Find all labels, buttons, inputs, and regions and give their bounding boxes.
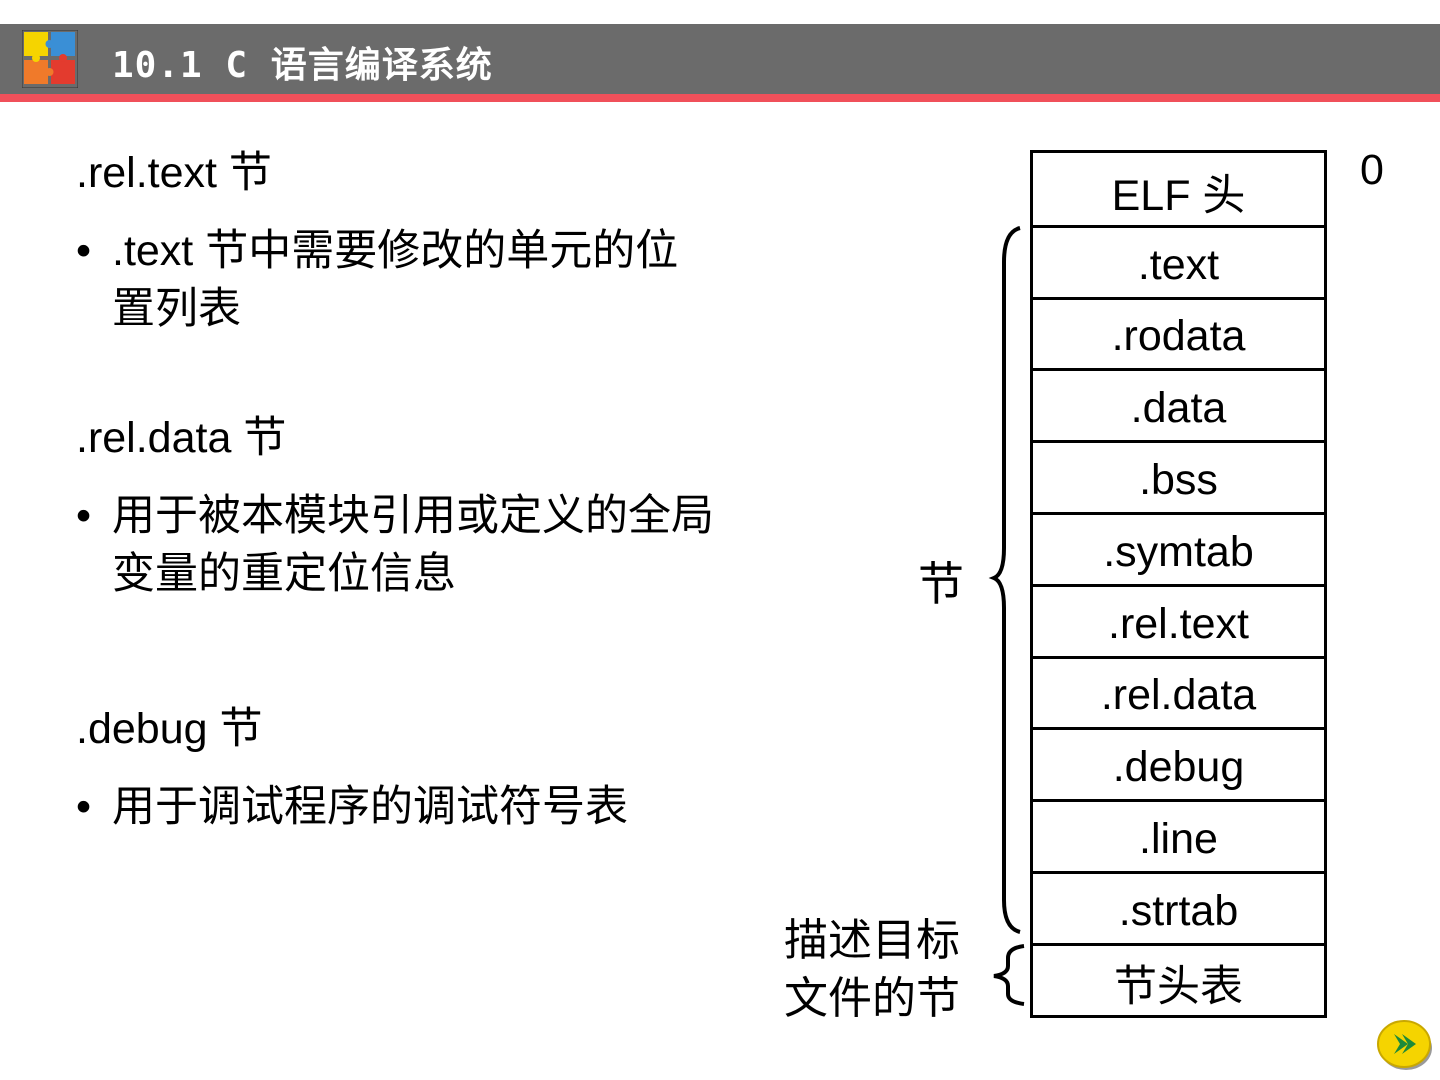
bullet-dot-icon: • [76,492,92,540]
section-row-text: .text [1033,224,1324,297]
page-title: 10.1 C 语言编译系统 [112,45,493,86]
bullet-text: 用于调试程序的调试符号表 [112,783,628,831]
section-row-strtab: .strtab [1033,870,1324,943]
bullet-debug: • 用于调试程序的调试符号表 [76,778,716,836]
section-title-rel-text: .rel.text 节 [76,149,272,197]
offset-zero-label: 0 [1360,146,1384,194]
section-row-elf-header: ELF 头 [1111,171,1246,220]
bullet-dot-icon: • [76,783,92,831]
section-row-bss: .bss [1033,440,1324,512]
header-table-brace-label: 描述目标文件的节 [784,916,960,1023]
section-row-rodata: .rodata [1033,296,1324,369]
bullet-rel-data: • 用于被本模块引用或定义的全局变量的重定位信息 [76,487,716,603]
section-row-rel-text: .rel.text [1033,583,1324,656]
sections-brace [988,226,1021,934]
elf-section-table: ELF 头 .text .rodata .data .bss .symtab .… [1030,150,1327,1018]
bullet-rel-text: • .text 节中需要修改的单元的位置列表 [76,222,716,338]
section-title-rel-data: .rel.data 节 [76,414,287,462]
bullet-text: 用于被本模块引用或定义的全局变量的重定位信息 [112,492,714,598]
bullet-dot-icon: • [76,227,92,275]
puzzle-logo-icon [22,30,78,88]
section-row-line: .line [1033,799,1324,871]
bullet-text: .text 节中需要修改的单元的位置列表 [112,227,679,333]
section-title-debug: .debug 节 [76,705,263,753]
header-table-brace [993,944,1025,1006]
title-bar [0,24,1440,94]
section-row-rel-data: .rel.data [1033,655,1324,728]
title-bar-stripe [0,94,1440,102]
next-arrow-icon[interactable] [1374,1016,1434,1072]
section-row-debug: .debug [1033,727,1324,799]
section-row-data: .data [1033,368,1324,440]
section-row-section-header-table: 节头表 [1033,942,1324,1015]
section-row-symtab: .symtab [1033,511,1324,584]
sections-brace-label: 节 [918,558,964,610]
